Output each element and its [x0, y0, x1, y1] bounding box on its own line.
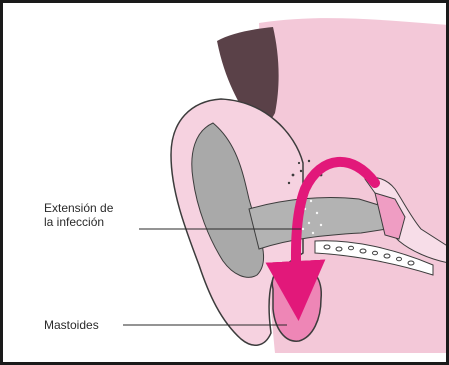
mastoid-label: Mastoides [44, 318, 99, 332]
ear-anatomy-illustration [3, 3, 449, 365]
infection-label-line2: la infección [44, 215, 104, 229]
infection-label-line1: Extensión de [44, 201, 113, 215]
